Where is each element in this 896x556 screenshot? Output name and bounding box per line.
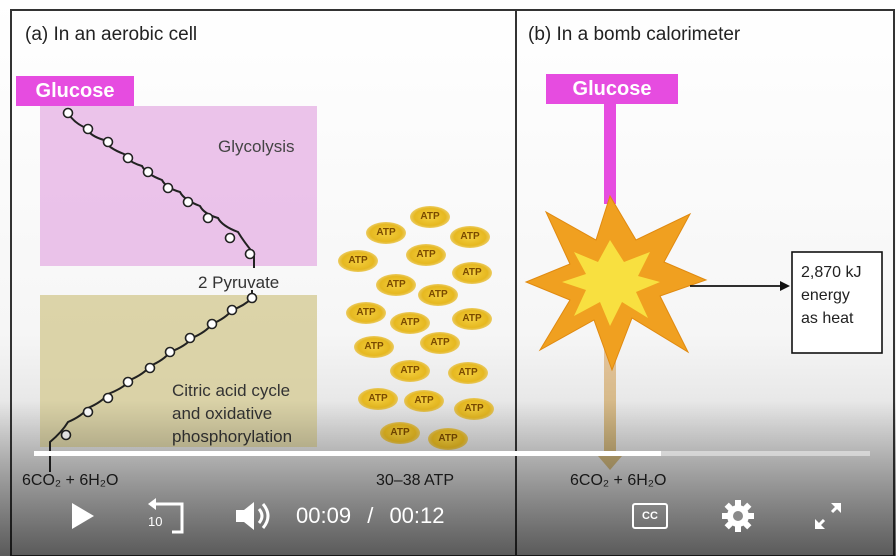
- atp-token: ATP: [406, 244, 446, 266]
- atp-token: ATP: [452, 262, 492, 284]
- rewind-10-button[interactable]: 10: [140, 494, 192, 538]
- citric-label-line2: and oxidative: [172, 404, 273, 423]
- atp-token: ATP: [390, 312, 430, 334]
- time-separator: /: [367, 503, 374, 528]
- atp-token: ATP: [346, 302, 386, 324]
- atp-token: ATP: [390, 360, 430, 382]
- citric-label-line3: phosphorylation: [172, 427, 293, 446]
- time-display: 00:09 / 00:12: [296, 500, 445, 532]
- atp-token: ATP: [452, 308, 492, 330]
- citric-acid-box: [40, 295, 317, 447]
- gear-icon: [722, 500, 754, 532]
- atp-token: ATP: [428, 428, 468, 450]
- glucose-tag-b: Glucose: [546, 74, 678, 104]
- atp-total-label: 30–38 ATP: [376, 472, 454, 489]
- atp-token: ATP: [448, 362, 488, 384]
- glucose-stalk: [604, 104, 616, 204]
- cc-text: CC: [642, 510, 658, 522]
- play-button[interactable]: [56, 496, 106, 536]
- fullscreen-icon: [815, 503, 841, 529]
- citric-label-line1: Citric acid cycle: [172, 381, 291, 400]
- energy-line3: as heat: [801, 310, 854, 327]
- atp-token: ATP: [358, 388, 398, 410]
- products-label-a: 6CO₂ + 6H₂O: [22, 472, 119, 489]
- play-icon: [72, 503, 94, 529]
- settings-button[interactable]: [716, 496, 760, 536]
- glycolysis-chain: [67, 112, 255, 268]
- volume-button[interactable]: [232, 496, 276, 536]
- pyruvate-label: 2 Pyruvate: [198, 273, 280, 292]
- progress-played: [34, 451, 661, 456]
- fullscreen-button[interactable]: [806, 496, 850, 536]
- replay-10-icon: [148, 498, 184, 534]
- energy-line2: energy: [801, 287, 850, 304]
- atp-token: ATP: [366, 222, 406, 244]
- cc-icon: CC: [632, 503, 668, 529]
- atp-token: ATP: [420, 332, 460, 354]
- duration: 00:12: [389, 503, 445, 528]
- glycolysis-label: Glycolysis: [218, 137, 295, 156]
- panel-b-border: [515, 9, 895, 556]
- rewind-seconds-label: 10: [148, 514, 163, 529]
- progress-bar[interactable]: [34, 451, 870, 456]
- volume-icon: [236, 502, 270, 530]
- panel-b-title: (b) In a bomb calorimeter: [528, 24, 741, 45]
- atp-token: ATP: [380, 422, 420, 444]
- atp-token: ATP: [418, 284, 458, 306]
- atp-token: ATP: [454, 398, 494, 420]
- glycolysis-box: [40, 106, 317, 266]
- energy-line1: 2,870 kJ: [801, 264, 862, 281]
- panel-a-title: (a) In an aerobic cell: [25, 24, 198, 45]
- captions-button[interactable]: CC: [628, 498, 672, 534]
- glycolysis-nodes: [62, 107, 256, 260]
- atp-token: ATP: [354, 336, 394, 358]
- atp-token: ATP: [404, 390, 444, 412]
- energy-box: [791, 251, 883, 354]
- current-time: 00:09: [296, 503, 352, 528]
- glucose-tag-a: Glucose: [16, 76, 134, 106]
- atp-token: ATP: [376, 274, 416, 296]
- products-label-b: 6CO₂ + 6H₂O: [570, 472, 667, 489]
- starburst-inner: [562, 240, 660, 326]
- atp-token: ATP: [338, 250, 378, 272]
- atp-token: ATP: [410, 206, 450, 228]
- atp-token: ATP: [450, 226, 490, 248]
